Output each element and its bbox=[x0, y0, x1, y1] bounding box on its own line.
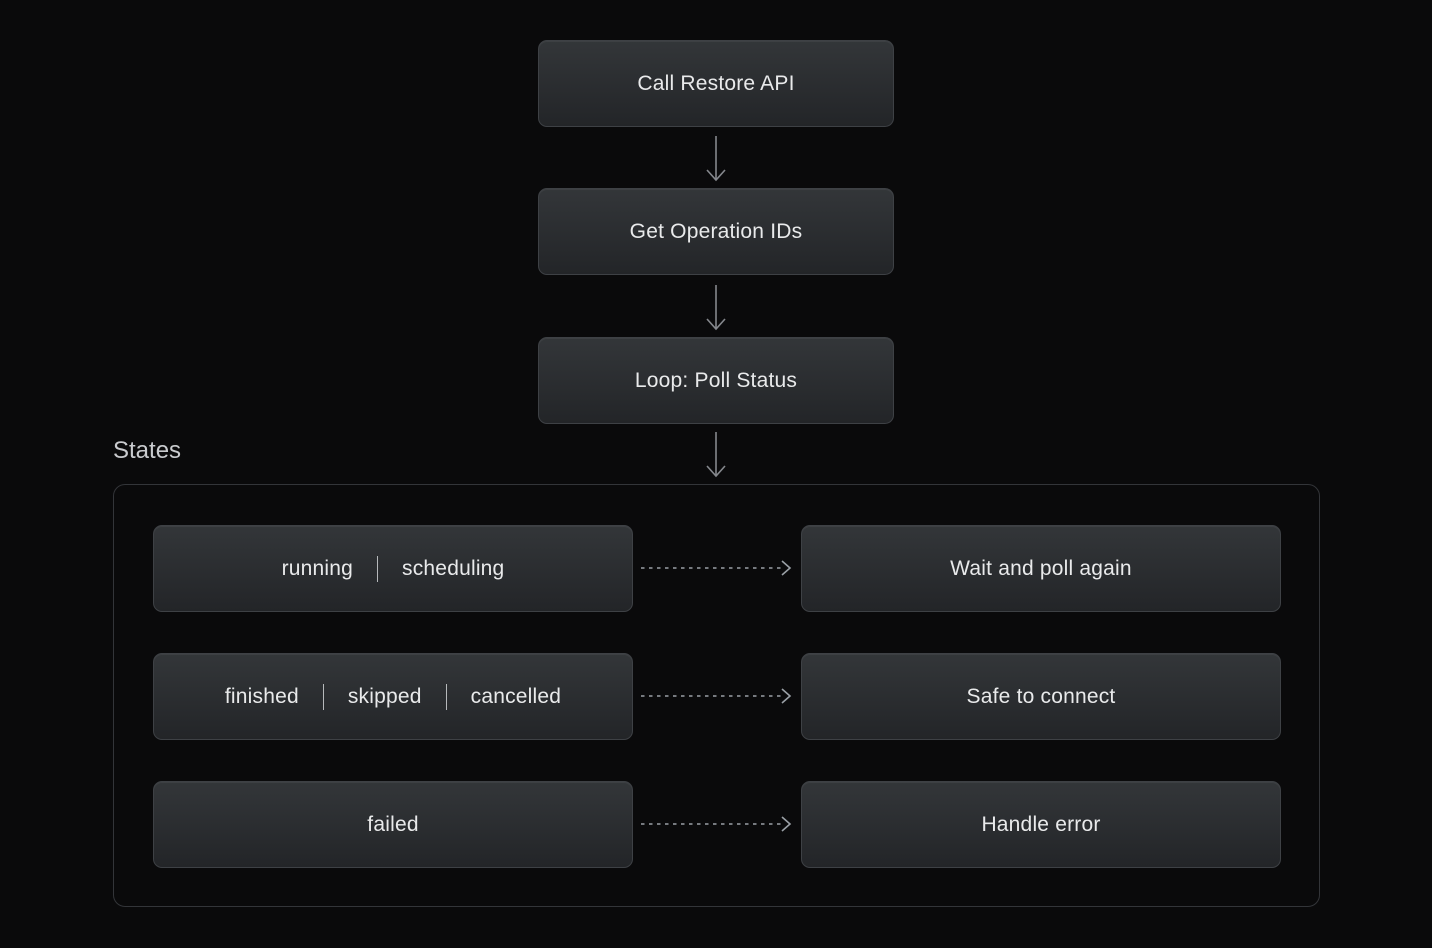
action-label: Wait and poll again bbox=[950, 556, 1132, 580]
dashed-arrow-right-icon bbox=[641, 688, 792, 704]
state-label: scheduling bbox=[402, 556, 505, 580]
state-label: cancelled bbox=[470, 684, 562, 708]
flow-node-get-operation-ids: Get Operation IDs bbox=[538, 188, 894, 275]
arrow-down-icon bbox=[706, 136, 726, 182]
states-section-title: States bbox=[113, 437, 182, 464]
divider bbox=[377, 555, 379, 582]
action-label: Safe to connect bbox=[966, 684, 1116, 708]
flow-node-call-restore-api: Call Restore API bbox=[538, 40, 894, 127]
flow-node-label: Get Operation IDs bbox=[629, 219, 803, 243]
dashed-arrow-right-icon bbox=[641, 816, 792, 832]
state-node-finished-skipped-cancelled: finished skipped cancelled bbox=[153, 653, 633, 740]
states-container: running scheduling Wait and poll again f… bbox=[113, 484, 1320, 907]
arrow-down-icon bbox=[706, 432, 726, 478]
divider bbox=[322, 683, 324, 710]
state-node-failed: failed bbox=[153, 781, 633, 868]
state-label: failed bbox=[367, 812, 419, 836]
state-label: running bbox=[281, 556, 354, 580]
arrow-down-icon bbox=[706, 285, 726, 331]
state-label: finished bbox=[224, 684, 299, 708]
action-node-handle-error: Handle error bbox=[801, 781, 1281, 868]
dashed-arrow-right-icon bbox=[641, 560, 792, 576]
divider bbox=[445, 683, 447, 710]
action-node-wait-and-poll-again: Wait and poll again bbox=[801, 525, 1281, 612]
flow-node-loop-poll-status: Loop: Poll Status bbox=[538, 337, 894, 424]
state-node-running-scheduling: running scheduling bbox=[153, 525, 633, 612]
flow-node-label: Call Restore API bbox=[637, 71, 795, 95]
action-node-safe-to-connect: Safe to connect bbox=[801, 653, 1281, 740]
action-label: Handle error bbox=[981, 812, 1101, 836]
state-label: skipped bbox=[347, 684, 422, 708]
flow-node-label: Loop: Poll Status bbox=[634, 368, 798, 392]
